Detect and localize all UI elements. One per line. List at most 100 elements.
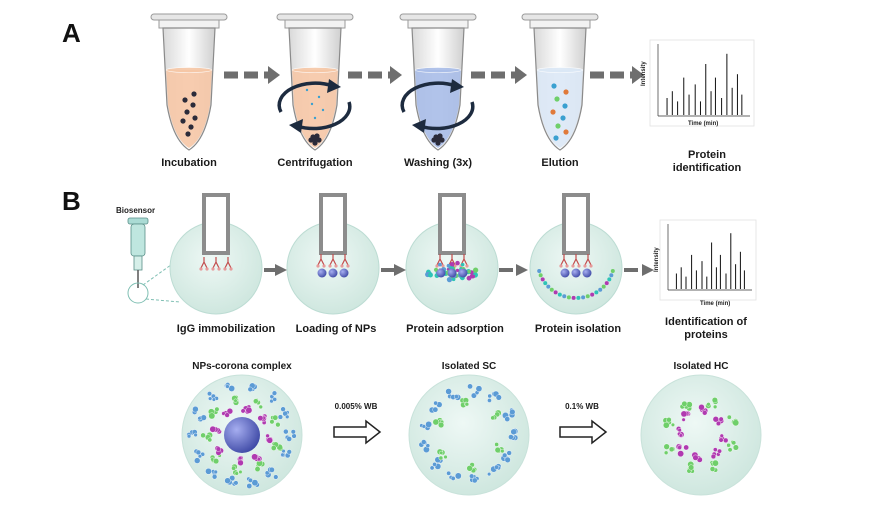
- hard-corona-protein: [712, 416, 725, 426]
- soft-corona-protein: [502, 407, 516, 422]
- protein: [540, 277, 545, 282]
- nanoparticle: [582, 268, 592, 278]
- corona-title-np: NPs-corona complex: [192, 361, 292, 372]
- sensor-protein-isolation: [529, 193, 623, 315]
- nanoparticle: [317, 268, 327, 278]
- green-protein: [200, 431, 213, 443]
- arrow-a-2: [348, 66, 402, 84]
- hard-corona-protein: [691, 451, 703, 463]
- soft-corona-protein: [280, 449, 292, 459]
- green-protein: [662, 417, 675, 429]
- protein: [455, 260, 460, 266]
- green-protein: [209, 453, 222, 465]
- step-loading-nps-label: Loading of NPs: [295, 323, 377, 335]
- hard-corona-protein: [710, 447, 722, 460]
- green-protein: [686, 461, 695, 474]
- soft-corona-protein: [428, 400, 443, 414]
- green-protein: [726, 414, 740, 427]
- soft-corona-protein: [467, 383, 483, 399]
- protein: [446, 263, 451, 268]
- corona-complex-row: [181, 374, 762, 496]
- soft-corona-protein: [419, 421, 432, 431]
- protein: [609, 273, 614, 278]
- nanoparticle: [458, 268, 468, 278]
- chart-b-ylabel: Intensity: [654, 247, 660, 272]
- soft-corona-protein: [224, 382, 235, 392]
- protein: [537, 268, 542, 273]
- protein: [467, 269, 471, 274]
- green-protein: [254, 459, 266, 472]
- arrow-b-3: [499, 264, 528, 276]
- identification-label-2: proteins: [684, 329, 728, 341]
- protein: [557, 292, 562, 297]
- wash-arrow-2: [559, 419, 608, 445]
- protein: [549, 287, 554, 292]
- hard-corona-protein: [265, 433, 273, 444]
- wash-label-2: 0.1% WB: [565, 402, 599, 411]
- protein: [594, 290, 599, 295]
- tube-elution: [521, 13, 599, 151]
- soft-corona-protein: [247, 382, 258, 392]
- green-protein: [494, 442, 505, 454]
- green-protein: [432, 417, 445, 429]
- protein: [576, 295, 581, 300]
- nanoparticle: [560, 268, 570, 278]
- panel-a-letter: A: [62, 18, 81, 48]
- tube-incubation: [150, 13, 228, 151]
- protein: [546, 284, 551, 289]
- step-protein-isolation-label: Protein isolation: [534, 323, 622, 335]
- arrow-b-1: [264, 264, 287, 276]
- wash-label-1: 0.005% WB: [334, 402, 378, 411]
- step-centrifugation-label: Centrifugation: [277, 157, 353, 169]
- protein: [604, 281, 609, 286]
- chromatogram-a: [649, 39, 755, 127]
- arrow-a-1: [224, 66, 280, 84]
- step-incubation-label: Incubation: [161, 157, 217, 169]
- protein: [438, 262, 442, 267]
- corona-title-hc: Isolated HC: [673, 361, 729, 372]
- soft-corona-protein: [192, 406, 207, 423]
- protein: [471, 274, 476, 279]
- green-protein: [208, 406, 220, 420]
- green-protein: [253, 398, 263, 410]
- green-protein: [231, 395, 240, 406]
- soft-corona-protein: [500, 450, 512, 463]
- protein: [446, 276, 453, 283]
- step-elution-label: Elution: [541, 157, 579, 169]
- green-protein: [466, 462, 478, 474]
- nanoparticle: [436, 268, 446, 278]
- arrow-a-3: [471, 66, 527, 84]
- protein: [427, 272, 433, 278]
- protein: [601, 284, 606, 289]
- nanoparticle: [571, 268, 581, 278]
- green-protein: [679, 400, 693, 412]
- hard-corona-protein: [214, 445, 224, 456]
- green-protein: [726, 440, 739, 453]
- protein: [449, 261, 455, 267]
- step-washing-label: Washing (3x): [403, 157, 473, 169]
- green-protein: [490, 409, 502, 421]
- hard-corona-protein: [676, 426, 685, 438]
- protein: [590, 292, 595, 297]
- soft-corona-protein: [487, 390, 502, 403]
- soft-corona-protein: [418, 439, 431, 453]
- hard-corona-protein: [240, 404, 253, 415]
- green-protein: [709, 459, 719, 473]
- nanoparticle: [447, 268, 457, 278]
- green-protein: [270, 441, 284, 452]
- hard-corona-protein: [221, 407, 234, 418]
- soft-corona-protein: [487, 463, 502, 477]
- chart-a-xlabel: Time (min): [688, 121, 719, 127]
- protein: [466, 275, 472, 281]
- protein: [455, 268, 460, 273]
- soft-corona-protein: [246, 476, 260, 489]
- chromatogram-b: [659, 219, 757, 301]
- hard-corona-protein: [237, 455, 244, 466]
- green-protein: [705, 397, 719, 409]
- chart-a-ylabel: Intensity: [641, 61, 647, 86]
- sensor-igg-immobilization: [169, 193, 263, 315]
- rotation-arrows-washing: [400, 79, 475, 133]
- hard-corona-protein: [209, 425, 222, 435]
- protein: [585, 294, 590, 299]
- chart-b-xlabel: Time (min): [700, 301, 731, 307]
